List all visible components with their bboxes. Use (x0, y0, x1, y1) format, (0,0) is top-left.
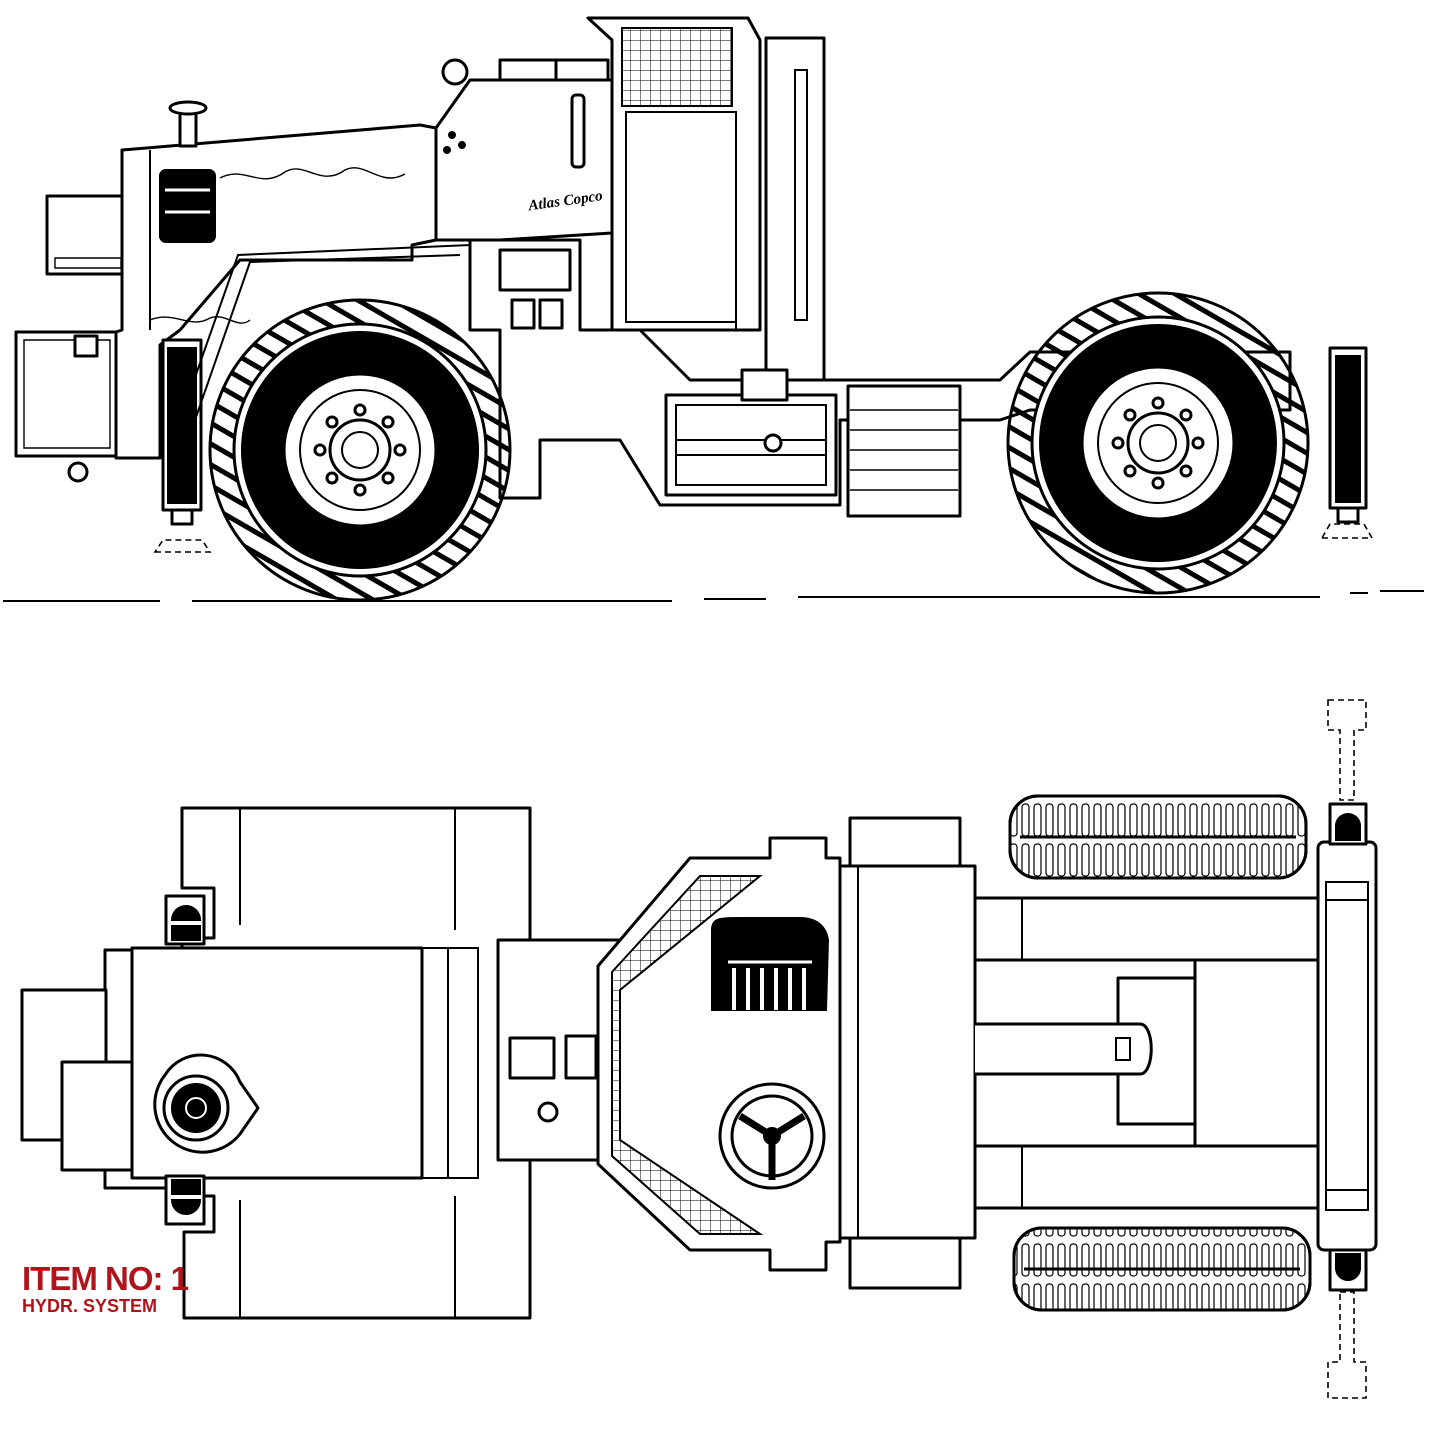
cab-plan (598, 838, 840, 1270)
rear-bumper-box (47, 196, 125, 274)
front-jack (1322, 348, 1372, 538)
front-tire-bottom (1014, 1228, 1310, 1310)
ground-line (3, 591, 1424, 601)
cab-post (766, 38, 824, 398)
front-tire-top (1010, 796, 1306, 878)
rear-jack (155, 340, 210, 552)
air-filter (160, 170, 215, 242)
front-frame-plan (975, 898, 1327, 1208)
side-elevation: Atlas Copco (3, 18, 1424, 601)
center-frame-plan (840, 818, 975, 1288)
rear-module (22, 808, 620, 1318)
front-axle-plan (1318, 842, 1376, 1250)
transmission (848, 386, 960, 516)
item-system-label: HYDR. SYSTEM (22, 1296, 158, 1316)
rear-stabilizer-top (166, 896, 204, 944)
rear-wheel (210, 300, 510, 600)
cab (588, 18, 760, 330)
articulation-joint (666, 370, 836, 495)
exhaust-stack (170, 102, 206, 146)
front-stabilizer-top (1328, 700, 1366, 844)
front-wheel (1008, 293, 1308, 593)
rear-stabilizer-bottom (166, 1176, 204, 1224)
front-stabilizer-bottom (1328, 1250, 1366, 1398)
hydraulic-cabinet: Atlas Copco (436, 60, 612, 240)
plan-view (22, 700, 1376, 1398)
item-caption: ITEM NO: 1 HYDR. SYSTEM (22, 1260, 189, 1316)
rear-tank (16, 332, 118, 481)
item-number-label: ITEM NO: 1 (22, 1260, 189, 1297)
